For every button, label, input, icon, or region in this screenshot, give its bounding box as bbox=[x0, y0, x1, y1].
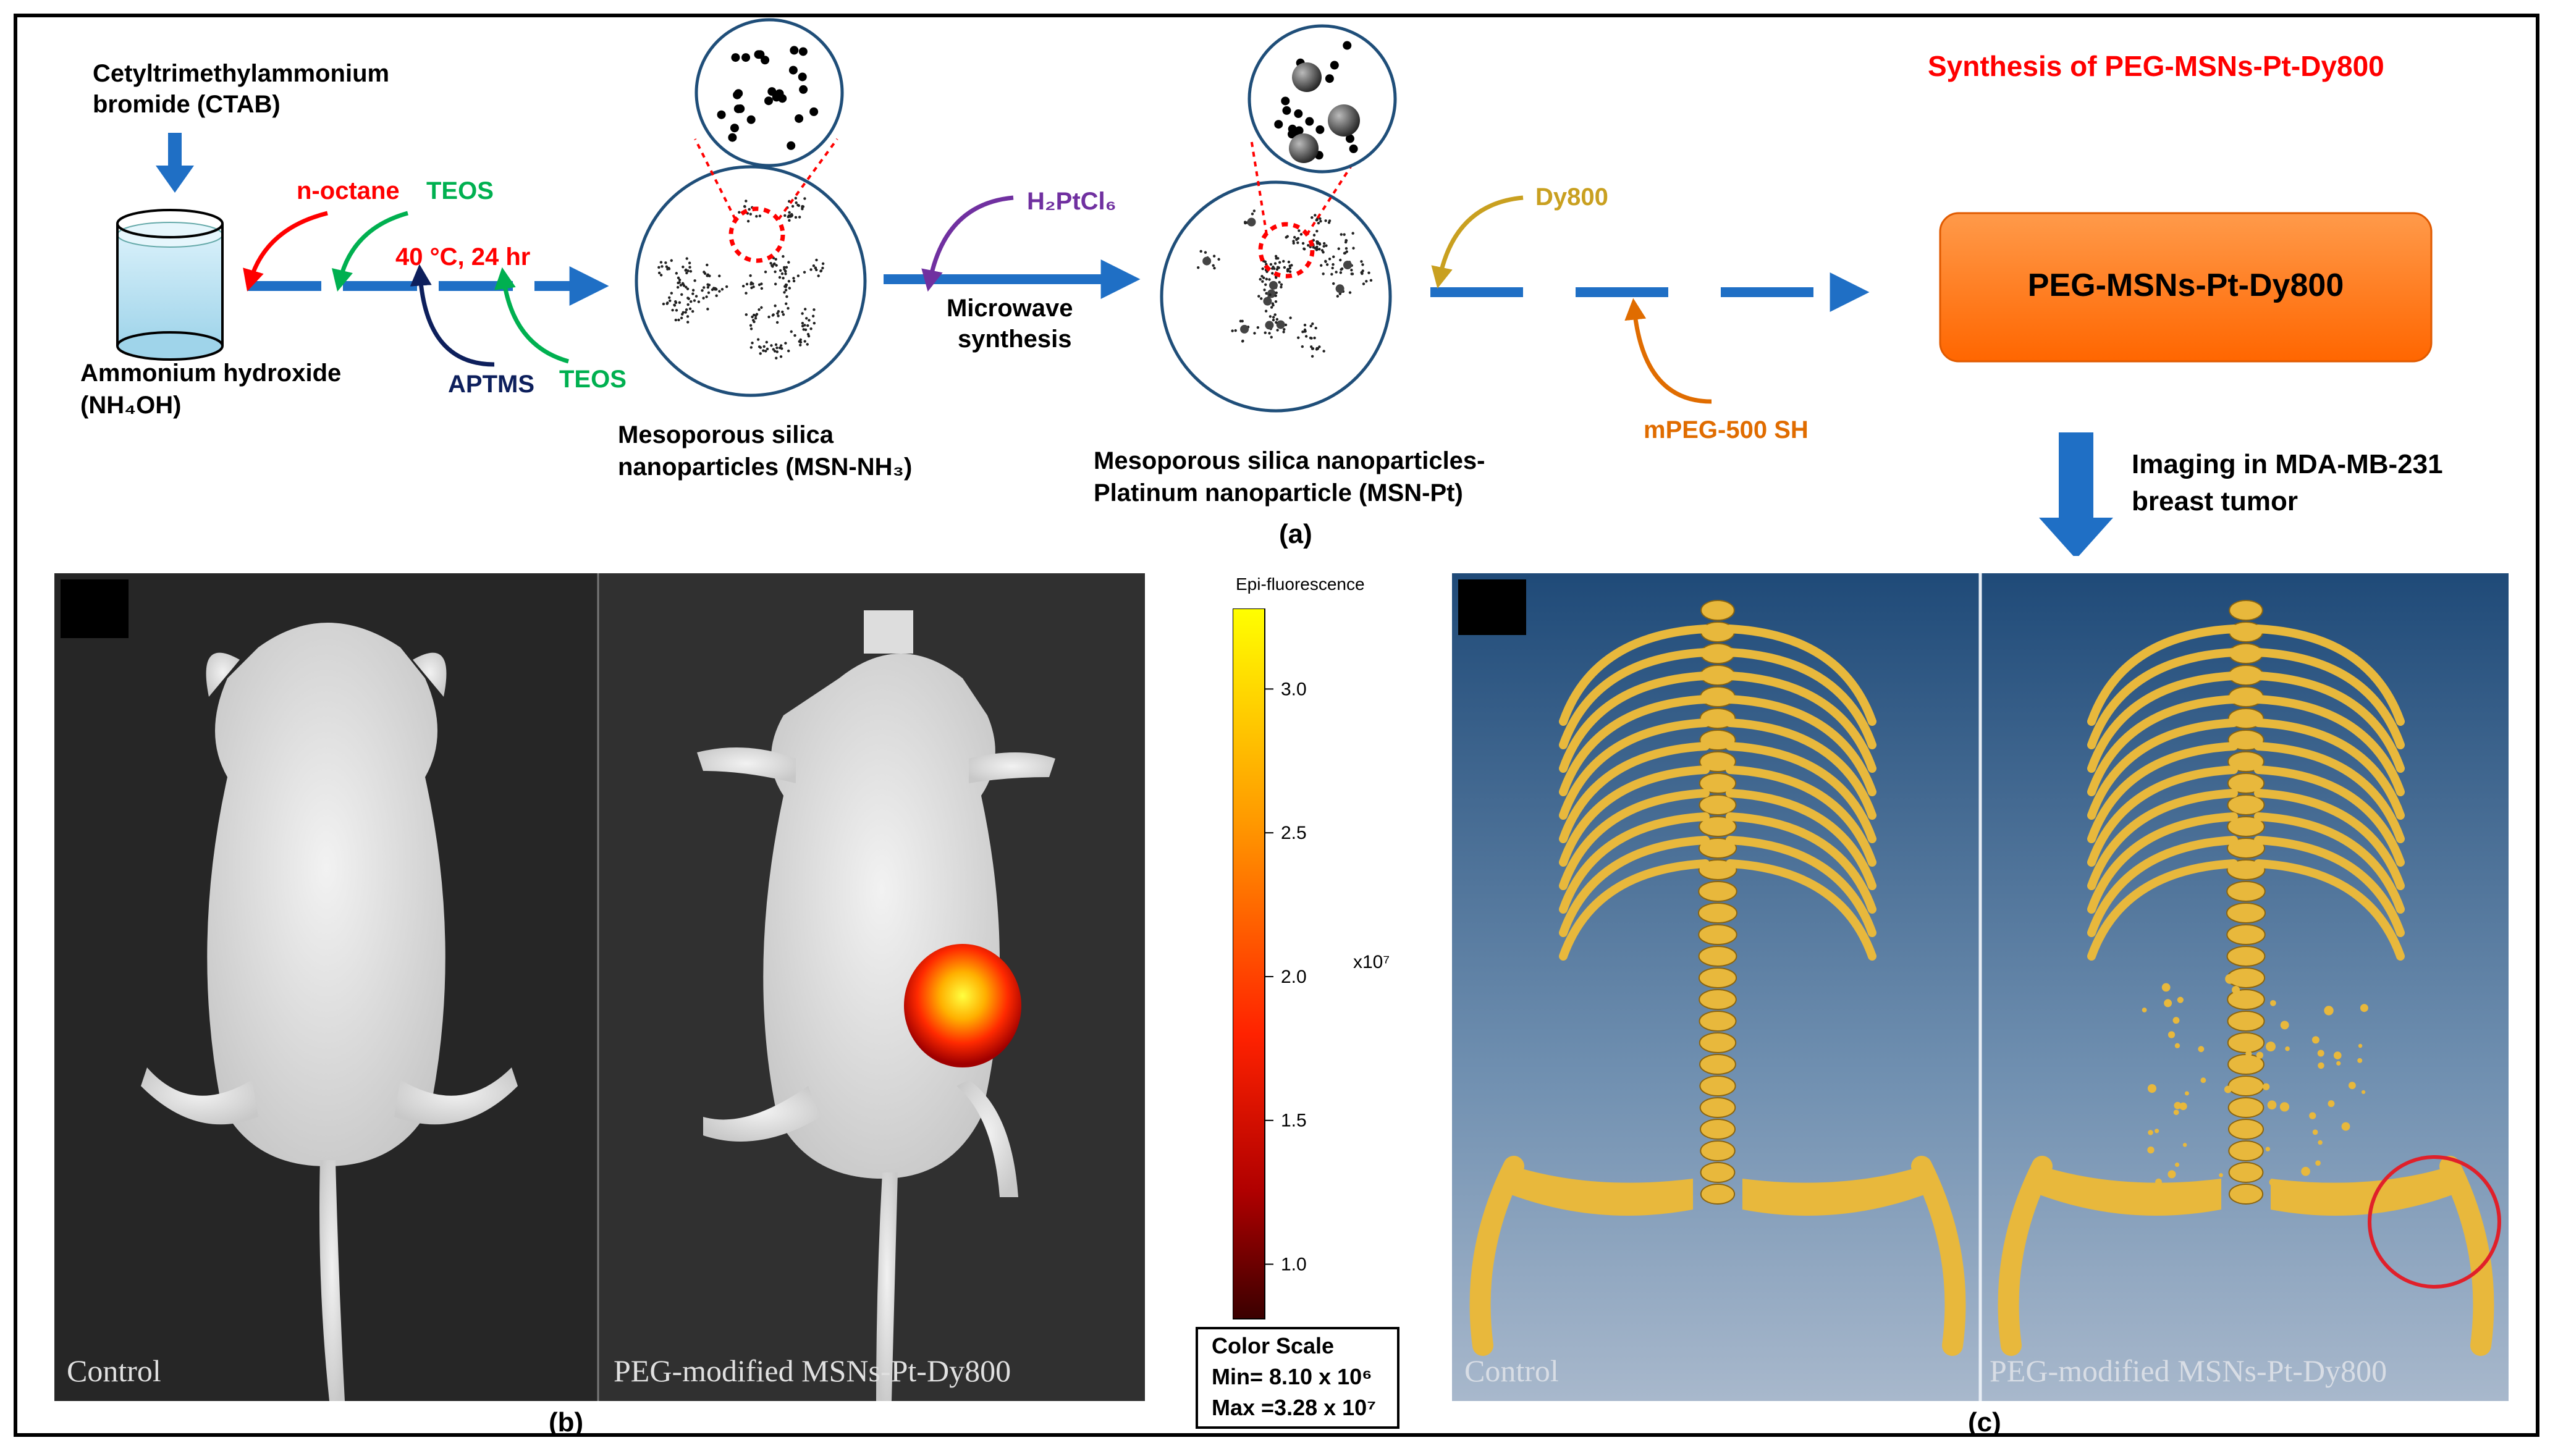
imaging-label-line2: breast tumor bbox=[2132, 486, 2298, 516]
fluorescence-panel: Control PEG-modified MSNs-Pt-Dy800 bbox=[54, 573, 1145, 1401]
ctab-label-line1: Cetyltrimethylammonium bbox=[93, 60, 390, 87]
msn-pt-label-line1: Mesoporous silica nanoparticles- bbox=[1094, 447, 1485, 474]
colorbar-multiplier: x10⁷ bbox=[1353, 952, 1390, 972]
colorbar-tick-label: 3.0 bbox=[1281, 679, 1307, 699]
imaging-arrow bbox=[2039, 432, 2113, 556]
teos-top-arrow bbox=[331, 211, 408, 292]
aptms-label: APTMS bbox=[448, 371, 534, 398]
aptms-arrow bbox=[410, 264, 495, 367]
panel-label-c: (c) bbox=[1968, 1407, 2001, 1437]
color-scale-min: Min= 8.10 x 10⁶ bbox=[1212, 1364, 1372, 1389]
colorbar: 3.0 2.5 2.0 1.5 1.0 x10⁷ bbox=[1233, 608, 1390, 1319]
n-octane-label: n-octane bbox=[297, 177, 400, 204]
ct-image bbox=[1458, 573, 2501, 1401]
ctab-label-line2: bromide (CTAB) bbox=[93, 91, 281, 118]
color-scale-title: Color Scale bbox=[1212, 1333, 1335, 1358]
h2ptcl6-arrow bbox=[921, 195, 1014, 292]
mpeg-label: mPEG-500 SH bbox=[1644, 416, 1809, 444]
colorbar-tick-label: 2.0 bbox=[1281, 967, 1307, 987]
msn-pt-particle bbox=[1160, 24, 1397, 413]
treated-skeleton bbox=[1998, 600, 2494, 1356]
dy800-arrow bbox=[1431, 195, 1524, 289]
figure-frame bbox=[14, 14, 2539, 1437]
fluorescence-control-label: Control bbox=[67, 1353, 161, 1388]
tumor-signal bbox=[904, 944, 1021, 1067]
color-scale-box: Color Scale Min= 8.10 x 10⁶ Max =3.28 x … bbox=[1196, 1327, 1399, 1429]
teos-top-label: TEOS bbox=[426, 177, 494, 204]
msn-label-line2: nanoparticles (MSN-NH₃) bbox=[618, 453, 913, 481]
colorbar-gradient bbox=[1233, 608, 1265, 1319]
microwave-label-line1: Microwave bbox=[947, 295, 1073, 322]
mpeg-arrow bbox=[1624, 298, 1712, 404]
condition-label: 40 °C, 24 hr bbox=[395, 243, 531, 271]
teos-bottom-arrow bbox=[494, 267, 569, 364]
panel-label-b: (b) bbox=[549, 1407, 584, 1437]
fluorescence-treated-label: PEG-modified MSNs-Pt-Dy800 bbox=[614, 1353, 1011, 1388]
ammonium-label-line1: Ammonium hydroxide bbox=[80, 360, 342, 387]
msn-particle bbox=[635, 18, 867, 397]
control-skeleton bbox=[1469, 600, 1966, 1356]
fluorescence-image bbox=[54, 573, 1145, 1401]
beaker-icon bbox=[116, 209, 224, 361]
colorbar-tick-label: 1.0 bbox=[1281, 1255, 1307, 1275]
synthesis-title: Synthesis of PEG-MSNs-Pt-Dy800 bbox=[1928, 50, 2384, 82]
ammonium-label-line2: (NH₄OH) bbox=[80, 392, 182, 419]
imaging-label-line1: Imaging in MDA-MB-231 bbox=[2132, 449, 2443, 479]
ct-panel: Control PEG-modified MSNs-Pt-Dy800 bbox=[1452, 573, 2509, 1401]
colorbar-tick-label: 1.5 bbox=[1281, 1111, 1307, 1131]
ct-treated-label: PEG-modified MSNs-Pt-Dy800 bbox=[1990, 1353, 2387, 1388]
colorbar-tick-label: 2.5 bbox=[1281, 823, 1307, 843]
ct-control-label: Control bbox=[1464, 1353, 1559, 1388]
dy800-label: Dy800 bbox=[1535, 183, 1608, 211]
n-octane-arrow bbox=[243, 211, 328, 292]
synthesis-scheme bbox=[116, 18, 2433, 556]
microwave-label-line2: synthesis bbox=[958, 326, 1072, 353]
product-box bbox=[1939, 212, 2433, 363]
panel-label-a: (a) bbox=[1279, 519, 1312, 549]
msn-label-line1: Mesoporous silica bbox=[618, 421, 834, 448]
product-box-label: PEG-MSNs-Pt-Dy800 bbox=[2027, 267, 2344, 303]
teos-bottom-label: TEOS bbox=[559, 366, 627, 393]
color-scale-max: Max =3.28 x 10⁷ bbox=[1212, 1395, 1377, 1420]
tumor-circle-marker bbox=[2368, 1155, 2501, 1289]
control-mouse bbox=[141, 623, 518, 1401]
colorbar-title: Epi-fluorescence bbox=[1236, 574, 1365, 594]
h2ptcl6-label: H₂PtCl₆ bbox=[1027, 188, 1116, 215]
msn-pt-label-line2: Platinum nanoparticle (MSN-Pt) bbox=[1094, 479, 1463, 507]
ctab-arrow bbox=[156, 133, 194, 193]
